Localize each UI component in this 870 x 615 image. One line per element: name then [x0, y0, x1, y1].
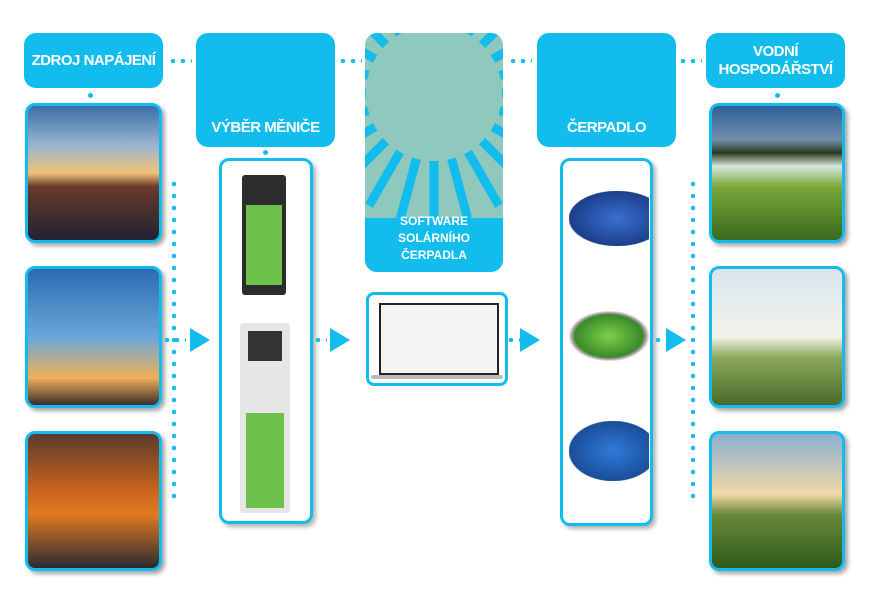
- header-power-source: ZDROJ NAPÁJENÍ: [24, 33, 163, 88]
- connector: [508, 59, 532, 63]
- connector-dot: [88, 93, 93, 98]
- drive-panel: [219, 158, 313, 524]
- sun-ray: [365, 137, 390, 169]
- header-water-management: VODNÍ HOSPODÁŘSTVÍ: [706, 33, 845, 88]
- sun-ray: [396, 157, 421, 220]
- sun-ray: [498, 106, 503, 117]
- sun-ray: [478, 33, 501, 49]
- sun-ray: [478, 137, 503, 169]
- sun-ray: [498, 69, 503, 80]
- solar-panels-image: [25, 103, 162, 243]
- connector: [691, 178, 695, 500]
- sun-ray: [464, 149, 503, 208]
- connector-dot: [775, 93, 780, 98]
- header-drive-selection: VÝBĚR MĚNIČE: [196, 33, 335, 147]
- laptop-software-image: [366, 292, 508, 386]
- drive-small-image: [242, 175, 286, 295]
- connector: [653, 338, 665, 342]
- drive-large-image: [240, 323, 290, 513]
- pump-image-2: [569, 311, 649, 361]
- irrigation-sprinklers-image: [709, 103, 845, 243]
- generator-image: [25, 431, 162, 571]
- software-sun-box: SOFTWARE SOLÁRNÍHO ČERPADLA: [365, 33, 503, 272]
- software-label: SOFTWARE SOLÁRNÍHO ČERPADLA: [398, 214, 470, 262]
- sun-icon: [365, 33, 503, 272]
- sun-ray: [447, 157, 472, 220]
- sun-ray: [490, 123, 503, 139]
- sun-ray: [365, 123, 378, 139]
- header-pump: ČERPADLO: [537, 33, 676, 147]
- pump-image-1: [569, 191, 649, 246]
- arrow-right-icon: [520, 328, 540, 352]
- arrow-right-icon: [666, 328, 686, 352]
- connector: [168, 59, 192, 63]
- connector: [313, 338, 327, 342]
- sun-ray: [490, 47, 503, 63]
- sun-ray: [367, 33, 390, 49]
- connector-dot: [263, 150, 268, 155]
- sun-ray: [365, 106, 370, 117]
- connector: [338, 59, 362, 63]
- sun-ray: [365, 149, 404, 208]
- connector: [678, 59, 702, 63]
- power-lines-image: [25, 266, 162, 408]
- connector: [506, 338, 520, 342]
- sun-ray: [365, 69, 370, 80]
- water-tower-image: [709, 266, 845, 408]
- sun-ray: [365, 47, 378, 63]
- pivot-irrigation-image: [709, 431, 845, 571]
- arrow-right-icon: [190, 328, 210, 352]
- connector: [162, 338, 186, 342]
- pump-panel: [560, 158, 653, 526]
- arrow-right-icon: [330, 328, 350, 352]
- pump-image-3: [569, 421, 649, 481]
